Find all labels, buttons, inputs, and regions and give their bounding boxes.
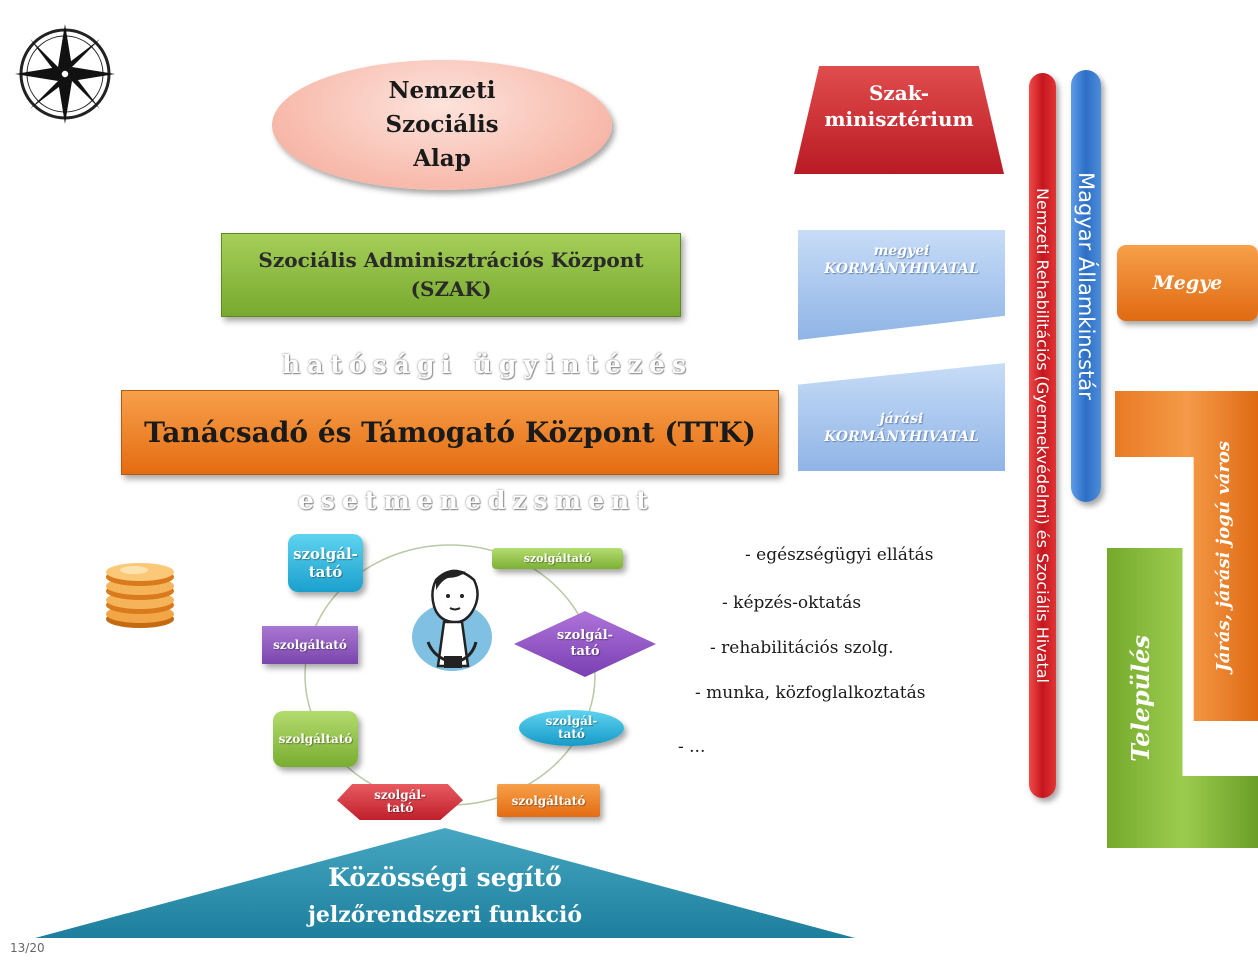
- service-item: - rehabilitációs szolg.: [710, 638, 894, 658]
- ministry-line-2: minisztérium: [824, 107, 974, 131]
- service-item: - ...: [678, 737, 706, 757]
- rehab-office-label: Nemzeti Rehabilitációs (Gyermekvédelmi) …: [1033, 188, 1052, 683]
- provider-5-label: szolgáltató: [278, 732, 353, 746]
- provider-3-label: szolgáltató: [273, 638, 347, 652]
- szak-box: Szociális Adminisztrációs Központ (SZAK): [221, 233, 681, 317]
- community-helper-title: Közösségi segítő: [328, 862, 562, 892]
- compass-logo: [15, 24, 115, 124]
- treasury-label: Magyar Államkincstár: [1074, 172, 1098, 400]
- provider-1-line-1: szolgál-: [293, 545, 358, 563]
- ttk-box: Tanácsadó és Támogató Központ (TTK): [121, 390, 779, 475]
- jarasi-line-2: KORMÁNYHIVATAL: [824, 429, 979, 445]
- provider-7-shape: [337, 784, 463, 820]
- telepules-text-wrap: Település: [1107, 548, 1173, 848]
- provider-1-line-2: tató: [308, 563, 343, 581]
- provider-8: szolgáltató: [497, 784, 600, 817]
- megyei-line-2: KORMÁNYHIVATAL: [824, 261, 979, 277]
- person-icon: [412, 569, 492, 671]
- provider-7: szolgál- tató: [337, 784, 463, 820]
- provider-1: szolgál- tató: [288, 534, 363, 592]
- provider-6-line-1: szolgál-: [545, 714, 598, 728]
- ttk-label: Tanácsadó és Támogató Központ (TTK): [144, 416, 756, 449]
- provider-3: szolgáltató: [262, 626, 358, 664]
- rehab-office-text-wrap: Nemzeti Rehabilitációs (Gyermekvédelmi) …: [1029, 73, 1056, 798]
- esetmenedzsment-label: esetmenedzsment: [298, 486, 655, 515]
- coins-icon: [106, 563, 174, 628]
- treasury-text-wrap: Magyar Államkincstár: [1071, 70, 1101, 502]
- megyei-line-1: megyei: [873, 243, 930, 259]
- jarasi-line-1: járási: [879, 411, 924, 427]
- provider-6: szolgál- tató: [519, 710, 624, 746]
- megye-box: Megye: [1117, 245, 1258, 321]
- fund-line-3: Alap: [413, 145, 471, 172]
- jarasi-label: járási KORMÁNYHIVATAL: [798, 404, 1005, 452]
- megye-label: Megye: [1152, 272, 1223, 294]
- service-item: - képzés-oktatás: [722, 593, 862, 613]
- provider-4-line-1: szolgál-: [556, 628, 614, 643]
- megyei-label: megyei KORMÁNYHIVATAL: [798, 236, 1005, 284]
- page-number: 13/20: [10, 941, 45, 955]
- provider-2: szolgáltató: [492, 548, 623, 569]
- fund-line-1: Nemzeti: [388, 77, 496, 104]
- provider-7-line-2: tató: [386, 801, 414, 815]
- jaras-label: Járás, járási jogú város: [1213, 440, 1234, 672]
- fund-line-2: Szociális: [385, 111, 499, 138]
- ministry-label: Szak- minisztérium: [794, 76, 1004, 136]
- provider-5: szolgáltató: [273, 711, 358, 767]
- service-item: - munka, közfoglalkoztatás: [695, 683, 926, 703]
- treasury-bar: [1071, 70, 1101, 502]
- provider-6-line-2: tató: [558, 727, 585, 741]
- provider-7-line-1: szolgál-: [374, 788, 426, 802]
- szak-line-2: (SZAK): [410, 277, 492, 301]
- hatosagi-label: hatósági ügyintézés: [282, 350, 694, 379]
- telepules-label: Település: [1125, 634, 1155, 762]
- provider-4: szolgál- tató: [514, 611, 656, 677]
- service-item: - egészségügyi ellátás: [745, 545, 934, 565]
- jaras-text-wrap: Járás, járási jogú város: [1189, 391, 1258, 721]
- provider-4-line-2: tató: [570, 644, 600, 659]
- provider-2-label: szolgáltató: [523, 551, 592, 565]
- ministry-shape: [794, 66, 1004, 174]
- fund-ellipse: Nemzeti Szociális Alap: [272, 60, 612, 190]
- ministry-line-1: Szak-: [868, 81, 930, 105]
- szak-line-1: Szociális Adminisztrációs Központ: [258, 248, 644, 272]
- rehab-office-bar: [1029, 73, 1056, 798]
- community-helper-subtitle: jelzőrendszeri funkció: [307, 902, 583, 928]
- provider-8-label: szolgáltató: [511, 793, 586, 808]
